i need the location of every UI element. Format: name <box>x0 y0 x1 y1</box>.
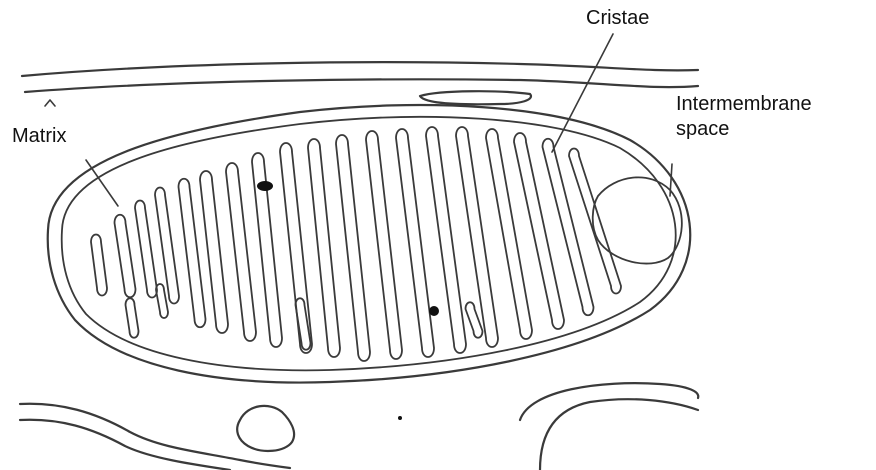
crista-fold-7 <box>226 163 256 341</box>
crista-fold-3 <box>135 201 157 298</box>
granule-2 <box>429 306 439 316</box>
bottom-vesicle <box>237 406 294 451</box>
crista-fold-12 <box>366 131 402 359</box>
bottom-left-membrane-inner <box>20 420 230 470</box>
granule-3 <box>398 416 402 420</box>
bottom-right-membrane-inner <box>540 399 698 470</box>
crista-fold-22 <box>466 302 483 338</box>
crista-fold-10 <box>308 139 340 357</box>
label-cristae: Cristae <box>586 6 649 31</box>
crista-fold-11 <box>336 135 370 361</box>
bottom-left-membrane-outer <box>20 404 290 468</box>
top-vesicle <box>420 91 531 104</box>
bottom-right-membrane-outer <box>520 383 698 420</box>
crista-fold-2 <box>115 215 136 298</box>
label-intermembrane-line2: space <box>676 117 812 142</box>
caret-mark <box>45 100 55 106</box>
crista-fold-13 <box>396 129 434 357</box>
crista-fold-20 <box>126 298 139 338</box>
cristae-folds <box>91 127 621 361</box>
crista-fold-18 <box>543 139 594 316</box>
top-membrane-inner <box>25 79 698 92</box>
crista-fold-4 <box>155 188 179 304</box>
granule-1 <box>257 181 273 191</box>
crista-fold-19 <box>569 149 621 294</box>
label-pointers <box>45 34 672 206</box>
label-intermembrane-space: Intermembrane space <box>676 92 812 142</box>
crista-fold-1 <box>91 235 107 296</box>
crista-fold-23 <box>156 284 168 318</box>
inner-compartment <box>593 177 682 263</box>
label-matrix: Matrix <box>12 124 66 149</box>
label-intermembrane-line1: Intermembrane <box>676 92 812 117</box>
granules <box>257 181 439 420</box>
